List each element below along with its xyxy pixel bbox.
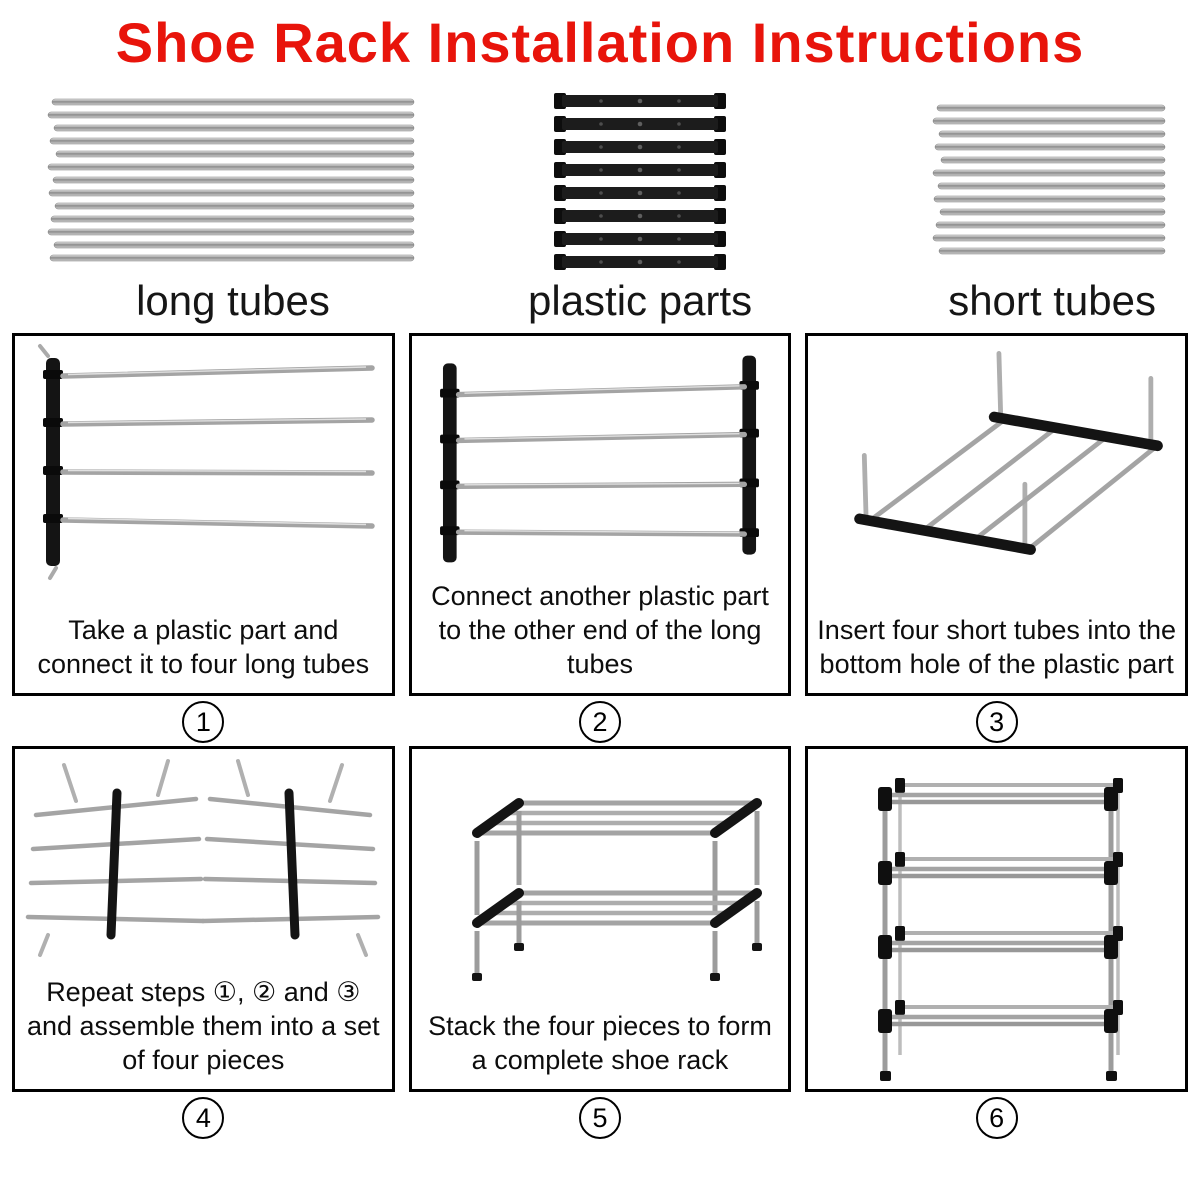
step-1-caption: Take a plastic part and connect it to fo… bbox=[37, 614, 370, 679]
long-tubes-label: long tubes bbox=[136, 277, 330, 324]
step-3: Insert four short tubes into the bottom … bbox=[805, 333, 1188, 746]
step-2-illustration bbox=[440, 355, 759, 563]
step-4-illustration bbox=[26, 753, 388, 965]
step-5-caption: Stack the four pieces to form a complete… bbox=[428, 1010, 772, 1075]
step-4-caption: Repeat steps ①, ② and ③ and assemble the… bbox=[26, 976, 380, 1075]
step-1-box: Take a plastic part and connect it to fo… bbox=[12, 333, 395, 696]
long-tubes-image bbox=[38, 87, 428, 275]
step-5-illustration bbox=[471, 798, 762, 981]
step-6-number: 6 bbox=[975, 1097, 1018, 1139]
step-1-illustration bbox=[38, 344, 376, 580]
step-4-box: Repeat steps ①, ② and ③ and assemble the… bbox=[12, 746, 395, 1092]
short-tubes-image bbox=[927, 87, 1177, 275]
steps-grid: Take a plastic part and connect it to fo… bbox=[0, 325, 1200, 1142]
step-2: Connect another plastic part to the othe… bbox=[408, 333, 792, 746]
plastic-parts-label: plastic parts bbox=[528, 277, 753, 324]
step-3-caption: Insert four short tubes into the bottom … bbox=[817, 614, 1176, 679]
step-3-box: Insert four short tubes into the bottom … bbox=[805, 333, 1188, 696]
page-title: Shoe Rack Installation Instructions bbox=[115, 11, 1085, 74]
step-5-box: Stack the four pieces to form a complete… bbox=[408, 746, 792, 1092]
step-2-number: 2 bbox=[578, 701, 621, 743]
step-3-illustration bbox=[853, 351, 1163, 555]
step-3-number: 3 bbox=[975, 701, 1018, 743]
short-tubes-label: short tubes bbox=[948, 277, 1156, 324]
step-5: Stack the four pieces to form a complete… bbox=[408, 746, 792, 1142]
step-5-number: 5 bbox=[578, 1097, 621, 1139]
step-6-illustration bbox=[847, 757, 1147, 1081]
step-6: 6 bbox=[805, 746, 1188, 1142]
part-short-tubes: short tubes bbox=[927, 87, 1177, 325]
step-4: Repeat steps ①, ② and ③ and assemble the… bbox=[12, 746, 395, 1142]
step-1: Take a plastic part and connect it to fo… bbox=[12, 333, 395, 746]
step-6-box bbox=[805, 746, 1188, 1092]
step-4-number: 4 bbox=[182, 1097, 225, 1139]
parts-row: long tubes bbox=[0, 75, 1200, 325]
part-long-tubes: long tubes bbox=[38, 87, 428, 325]
step-1-number: 1 bbox=[182, 701, 225, 743]
step-2-box: Connect another plastic part to the othe… bbox=[408, 333, 792, 696]
step-2-caption: Connect another plastic part to the othe… bbox=[431, 580, 769, 679]
long-tubes-illustration bbox=[47, 98, 415, 262]
plastic-parts-image bbox=[540, 87, 740, 275]
short-tubes-illustration bbox=[932, 104, 1166, 255]
plastic-parts-illustration bbox=[554, 93, 727, 270]
part-plastic-parts: plastic parts bbox=[528, 87, 752, 325]
